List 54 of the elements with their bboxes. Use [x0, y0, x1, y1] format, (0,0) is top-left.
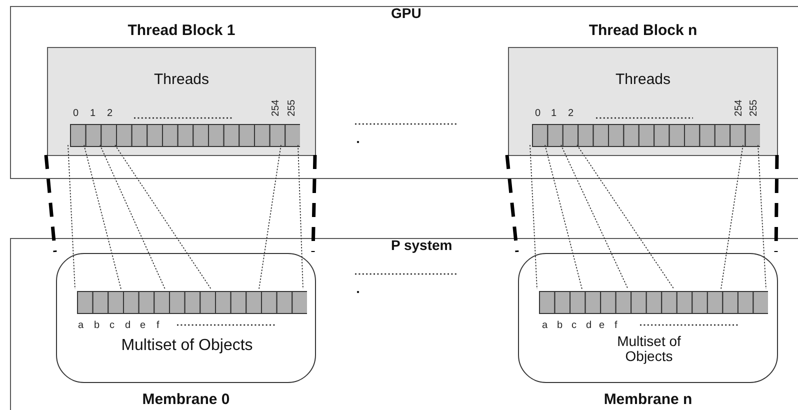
membrane-title: Membrane n: [602, 392, 694, 408]
mapping-line: [311, 154, 317, 252]
object-letter: d: [125, 321, 131, 331]
thread-index: 255: [286, 100, 297, 116]
cell-array: [77, 291, 307, 314]
block-heading: Threads: [614, 72, 672, 88]
block-title: Thread Block n: [588, 23, 698, 39]
object-letter: f: [614, 321, 618, 331]
leader-line: [100, 144, 166, 290]
thread-index: 254: [270, 100, 281, 116]
object-letter: b: [557, 321, 563, 331]
region-panel: [10, 238, 798, 410]
membrane-content-label: Multiset of Objects: [616, 334, 682, 364]
thread-index: 2: [568, 109, 574, 119]
leader-line: [758, 144, 766, 290]
object-letter: a: [542, 321, 548, 331]
object-letter: a: [78, 321, 84, 331]
block-heading: Threads: [152, 72, 210, 88]
mapping-line: [774, 154, 779, 252]
cell-array: [532, 124, 760, 147]
leader-line: [114, 144, 212, 290]
object-letter: e: [599, 321, 605, 331]
thread-index: 0: [73, 109, 79, 119]
mapping-line: [505, 154, 519, 252]
object-letter: c: [110, 321, 114, 331]
leader-line: [576, 144, 674, 290]
leader-line: [530, 144, 538, 290]
thread-index: 2: [107, 109, 113, 119]
object-letter: e: [140, 321, 146, 331]
section-title: GPU: [391, 6, 422, 21]
leader-line: [68, 144, 76, 290]
object-letter: d: [586, 321, 592, 331]
thread-index: 254: [734, 100, 744, 116]
leader-line: [84, 144, 122, 290]
region-panel: [10, 6, 798, 179]
membrane-title: Membrane 0: [141, 392, 231, 408]
thread-index: 1: [551, 109, 557, 119]
cell-array: [539, 291, 768, 314]
mapping-line: [44, 154, 57, 252]
leader-line: [560, 144, 628, 290]
object-letter: c: [572, 321, 576, 331]
object-letter: f: [156, 321, 160, 331]
thread-index: 255: [748, 100, 759, 116]
leader-line: [298, 144, 304, 290]
block-title: Thread Block 1: [126, 23, 236, 39]
cell-array: [70, 124, 300, 147]
leader-line: [544, 144, 582, 290]
thread-index: 0: [535, 109, 541, 119]
thread-index: 1: [90, 109, 96, 119]
membrane-content-label: Multiset of Objects: [120, 338, 254, 355]
leader-line: [258, 144, 282, 290]
section-title: P system: [391, 238, 454, 253]
object-letter: b: [94, 321, 100, 331]
leader-line: [720, 144, 744, 290]
